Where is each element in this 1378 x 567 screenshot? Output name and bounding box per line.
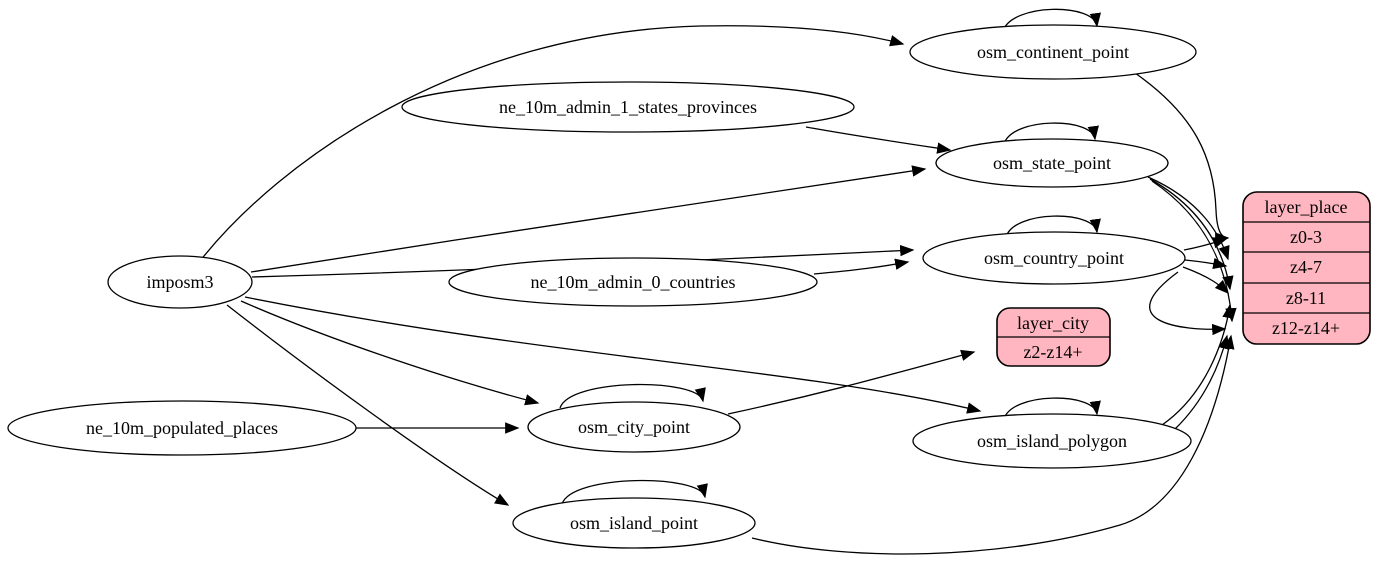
node-osm_country_point: osm_country_point	[922, 231, 1186, 285]
edge-osm_country_point-layer_place-z4-7	[1184, 257, 1228, 270]
edge-imposm3-osm_city_point	[240, 300, 540, 406]
node-osm_country_point-shape	[922, 231, 1186, 285]
node-osm_city_point: osm_city_point	[527, 401, 741, 453]
node-osm_state_point-label: osm_state_point	[993, 153, 1111, 173]
node-osm_state_point: osm_state_point	[935, 138, 1169, 188]
node-osm_continent_point-label: osm_continent_point	[977, 42, 1129, 62]
node-group: imposm3 ne_10m_admin_1_states_provinces …	[7, 24, 1197, 549]
node-ne_10m_populated_places-label: ne_10m_populated_places	[86, 418, 278, 438]
node-imposm3-shape	[107, 255, 253, 309]
edge-group	[199, 8, 1237, 555]
edge-osm_city_point-layer_city-z2	[727, 349, 976, 415]
edge-osm_continent_point-layer_place-z0-3	[1134, 72, 1230, 244]
edge-osm_state_point-layer_place-z8-11	[1149, 178, 1234, 291]
record-layer_place-title: layer_place	[1265, 197, 1348, 217]
edge-osm_country_point-layer_place-z0-3	[1183, 237, 1228, 251]
node-osm_island_polygon: osm_island_polygon	[912, 413, 1192, 469]
selfloop-osm_city_point	[559, 383, 706, 409]
record-layer_place: layer_place z0-3 z4-7 z8-11 z12-z14+	[1242, 191, 1371, 345]
edge-osm_country_point-layer_place-z8-11	[1182, 266, 1230, 295]
selfloop-osm_island_point	[561, 479, 708, 505]
node-osm_island_polygon-label: osm_island_polygon	[977, 431, 1127, 451]
record-layer_city-title: layer_city	[1017, 313, 1089, 333]
node-imposm3: imposm3	[107, 255, 253, 309]
node-imposm3-label: imposm3	[146, 272, 213, 292]
record-layer_place-row-z4-7: z4-7	[1290, 257, 1322, 277]
node-osm_continent_point-shape	[909, 24, 1197, 80]
record-layer_city-row-z2-z14: z2-z14+	[1023, 342, 1082, 362]
edge-imposm3-osm_continent_point	[199, 25, 905, 262]
selfloop-osm_country_point	[1005, 215, 1101, 238]
node-ne_10m_admin_0_countries-shape	[448, 257, 818, 307]
record-layer_place-row-z0-3: z0-3	[1290, 227, 1322, 247]
edge-osm_state_point-layer_place-z4-7	[1147, 176, 1230, 261]
selfloop-osm_state_point	[1003, 122, 1099, 145]
node-osm_island_point: osm_island_point	[512, 497, 756, 549]
node-osm_island_point-label: osm_island_point	[570, 513, 698, 533]
record-layer_place-row-z12-z14: z12-z14+	[1272, 318, 1340, 338]
node-osm_city_point-label: osm_city_point	[578, 417, 690, 437]
edge-osm_island_point-layer_place-z12	[751, 334, 1235, 555]
node-ne_10m_populated_places-shape	[7, 400, 357, 456]
node-osm_state_point-shape	[935, 138, 1169, 188]
record-layer_place-shape	[1242, 191, 1371, 345]
selfloop-osm_island_polygon	[1003, 397, 1101, 420]
edge-osm_island_polygon-layer_place-z8-11	[1161, 303, 1234, 426]
node-ne_10m_populated_places: ne_10m_populated_places	[7, 400, 357, 456]
node-osm_island_point-shape	[512, 497, 756, 549]
node-ne_10m_admin_1_states_provinces-label: ne_10m_admin_1_states_provinces	[499, 97, 757, 117]
edge-imposm3-osm_state_point	[250, 165, 927, 273]
node-osm_continent_point: osm_continent_point	[909, 24, 1197, 80]
edge-imposm3-osm_island_polygon	[244, 296, 982, 414]
selfloop-osm_continent_point	[1002, 8, 1101, 32]
record-layer_city: layer_city z2-z14+	[996, 307, 1111, 367]
edge-ne_10m_admin_0_countries-osm_country_point	[813, 258, 910, 275]
node-osm_island_polygon-shape	[912, 413, 1192, 469]
node-osm_city_point-shape	[527, 401, 741, 453]
node-ne_10m_admin_0_countries-label: ne_10m_admin_0_countries	[531, 272, 736, 292]
edge-imposm3-osm_island_point	[226, 304, 510, 506]
node-ne_10m_admin_0_countries: ne_10m_admin_0_countries	[448, 257, 818, 307]
node-osm_country_point-label: osm_country_point	[984, 248, 1124, 268]
edge-osm_country_point-layer_place-z12	[1149, 271, 1227, 336]
node-ne_10m_admin_1_states_provinces-shape	[401, 81, 855, 133]
node-ne_10m_admin_1_states_provinces: ne_10m_admin_1_states_provinces	[401, 81, 855, 133]
record-layer_place-row-z8-11: z8-11	[1286, 288, 1326, 308]
edge-ne_10m_admin_1_states_provinces-osm_state_point	[805, 126, 952, 154]
